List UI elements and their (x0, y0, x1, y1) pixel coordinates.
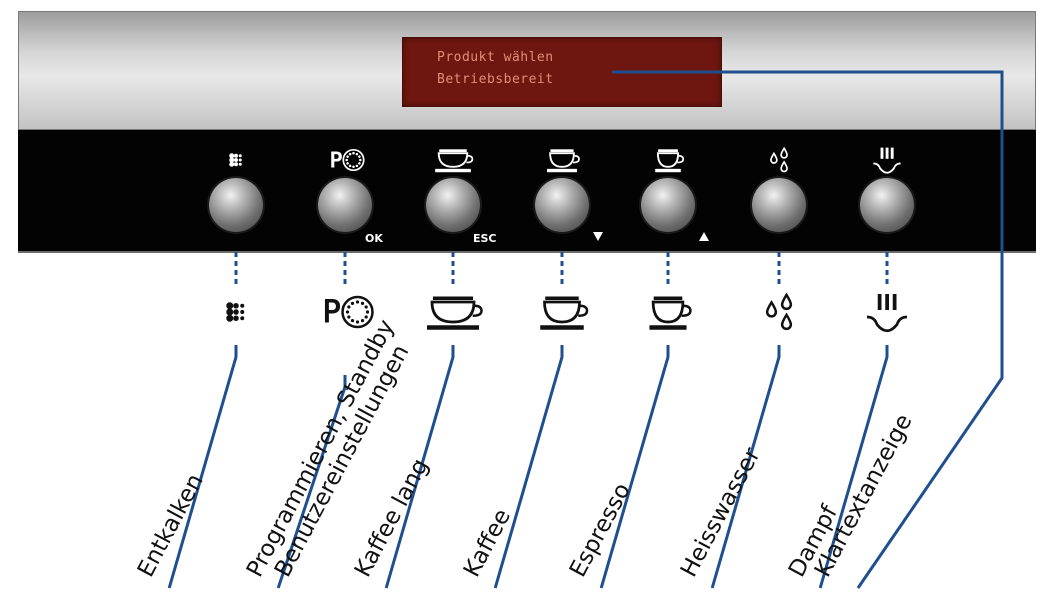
arrow-down-icon (593, 232, 603, 241)
leader-line (493, 345, 564, 589)
entkalken-button[interactable] (209, 178, 263, 232)
large-cup-icon (413, 284, 493, 340)
medium-cup-icon (532, 140, 592, 180)
dots-grid-icon (206, 140, 266, 180)
svg-text:P: P (323, 295, 341, 330)
heisswasser-button[interactable] (752, 178, 806, 232)
leader-line (818, 345, 889, 589)
leader-line (710, 345, 781, 589)
leader-line (167, 345, 238, 589)
small-cup-icon (638, 140, 698, 180)
p-circle-icon: P (315, 140, 375, 180)
kaffee-lang-button[interactable] (426, 178, 480, 232)
drops-icon (739, 284, 819, 340)
steam-icon (847, 284, 927, 340)
large-cup-icon (423, 140, 483, 180)
kaffee-button[interactable] (535, 178, 589, 232)
kaffee-lang-sublabel: ESC (473, 232, 497, 245)
display-line-1: Produkt wählen (437, 50, 554, 65)
display-leader-line (612, 70, 1004, 589)
drops-icon (749, 140, 809, 180)
steam-icon (857, 140, 917, 180)
p-circle-icon: P (305, 284, 385, 340)
leader-line (276, 375, 347, 589)
dots-grid-icon (196, 284, 276, 340)
small-cup-icon (628, 284, 708, 340)
dampf-button[interactable] (860, 178, 914, 232)
medium-cup-icon (522, 284, 602, 340)
display-line-2: Betriebsbereit (437, 72, 554, 87)
svg-text:P: P (330, 148, 342, 172)
espresso-button[interactable] (641, 178, 695, 232)
programmieren-sublabel: OK (365, 232, 383, 245)
leader-line (384, 345, 455, 589)
programmieren-button[interactable] (318, 178, 372, 232)
leader-line (599, 345, 670, 589)
arrow-up-icon (699, 232, 709, 241)
